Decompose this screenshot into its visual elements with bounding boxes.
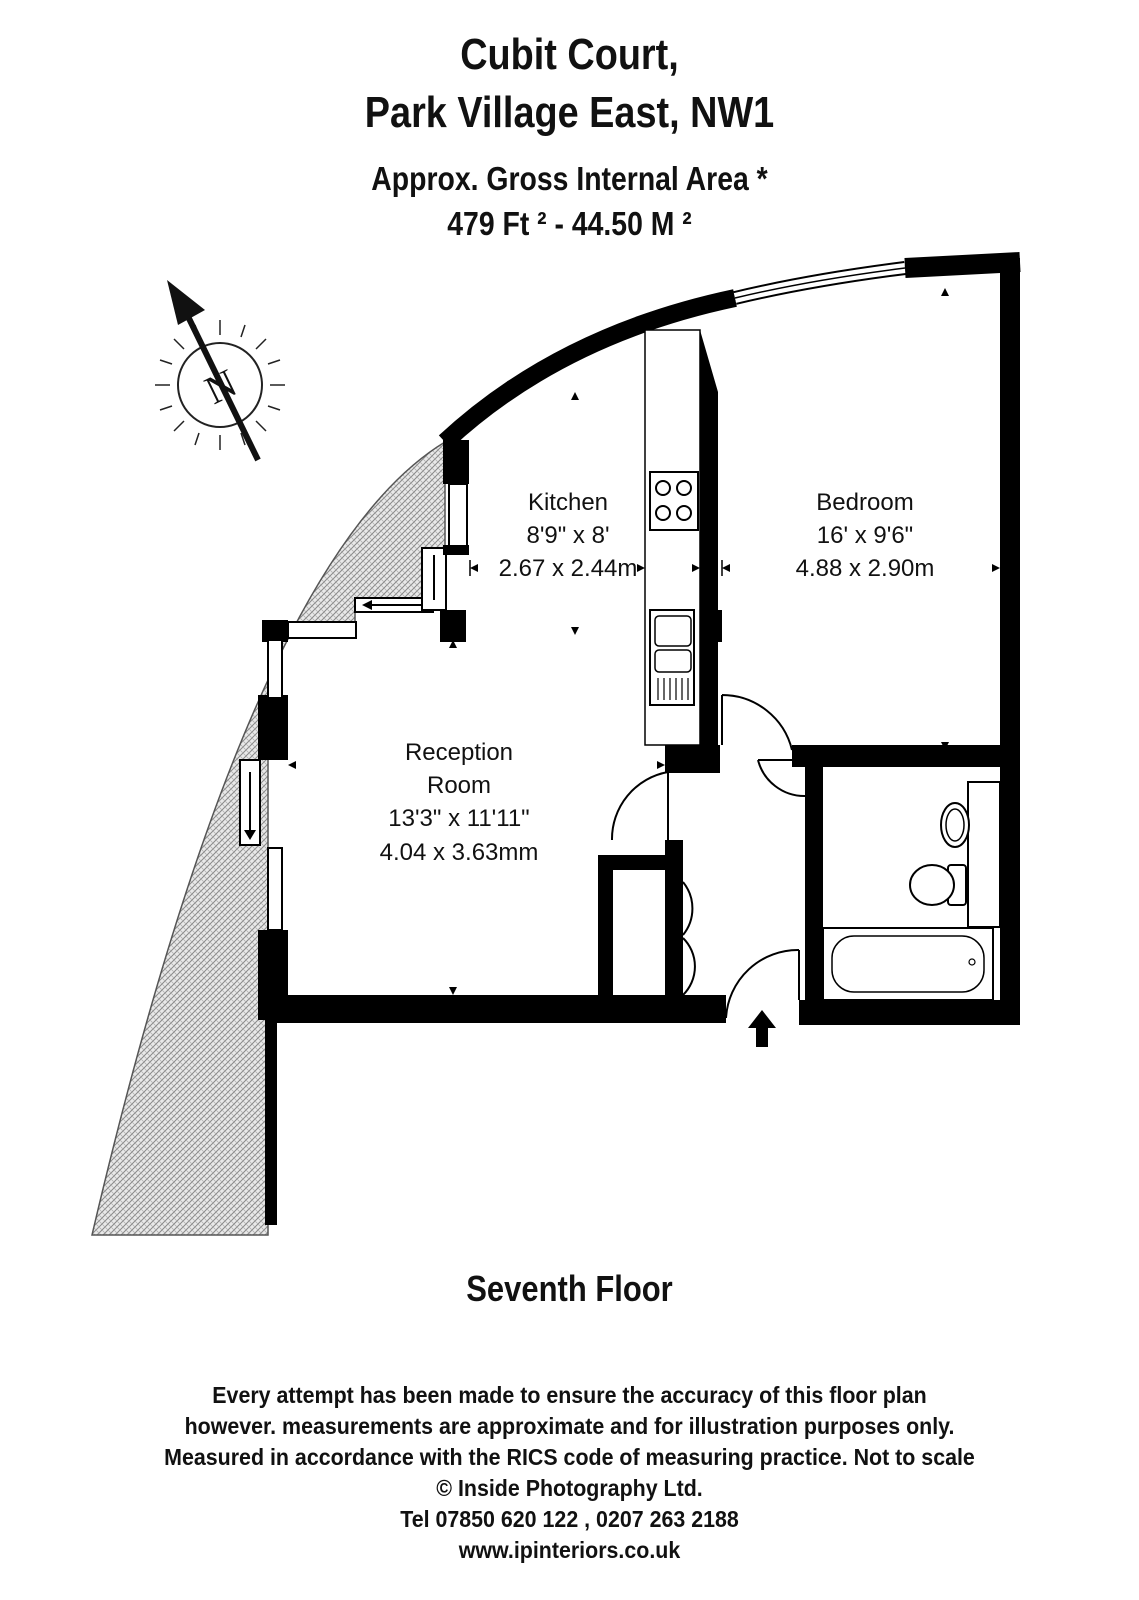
bedroom-door <box>721 694 793 751</box>
bedroom-name: Bedroom <box>816 489 913 516</box>
reception-name-line2: Room <box>427 772 491 799</box>
reception-metric: 4.04 x 3.63mm <box>380 839 539 866</box>
area-label: Approx. Gross Internal Area * <box>371 160 768 197</box>
kitchen-sink <box>649 609 695 706</box>
kitchen-metric: 2.67 x 2.44m <box>499 555 638 582</box>
kitchen-imperial: 8'9" x 8' <box>526 522 609 549</box>
property-name: Cubit Court, <box>460 30 679 79</box>
curved-wall <box>438 289 737 449</box>
cupboard-wall <box>598 855 613 997</box>
floor-label: Seventh Floor <box>466 1268 673 1309</box>
disclaimer-line-2: however. measurements are approximate an… <box>184 1413 955 1439</box>
reception-door <box>610 771 669 841</box>
disclaimer-line-1: Every attempt has been made to ensure th… <box>212 1382 927 1408</box>
balcony-edge-wall <box>265 1010 277 1225</box>
bottom-wall-left <box>268 995 726 1023</box>
website-link[interactable]: www.ipinteriors.co.uk <box>458 1537 681 1563</box>
right-wall <box>1000 258 1020 1025</box>
bathroom-door <box>757 759 806 798</box>
bottom-wall-right <box>799 1000 1020 1025</box>
toilet <box>909 864 967 906</box>
area-value: 479 Ft ² - 44.50 M ² <box>447 205 692 242</box>
cupboard-door <box>682 881 696 996</box>
kitchen-name: Kitchen <box>528 489 608 516</box>
dimension-markers <box>288 288 1000 995</box>
entrance-arrow <box>748 1010 776 1047</box>
property-address: Park Village East, NW1 <box>364 88 775 137</box>
bathroom-wall <box>805 760 823 1005</box>
hob <box>649 471 699 531</box>
bedroom-imperial: 16' x 9'6" <box>817 522 913 549</box>
disclaimer: Every attempt has been made to ensure th… <box>0 1380 1139 1566</box>
telephone-line: Tel 07850 620 122 , 0207 263 2188 <box>400 1506 739 1532</box>
hall-wall-left <box>665 840 683 1000</box>
reception-name-line1: Reception <box>405 739 513 766</box>
bedroom-metric: 4.88 x 2.90m <box>796 555 935 582</box>
bathtub <box>822 927 994 1001</box>
compass: N <box>155 280 285 462</box>
disclaimer-line-3: Measured in accordance with the RICS cod… <box>164 1444 975 1470</box>
copyright-line: © Inside Photography Ltd. <box>436 1475 703 1501</box>
reception-imperial: 13'3" x 11'11" <box>388 805 529 832</box>
entrance-door <box>725 948 800 1019</box>
